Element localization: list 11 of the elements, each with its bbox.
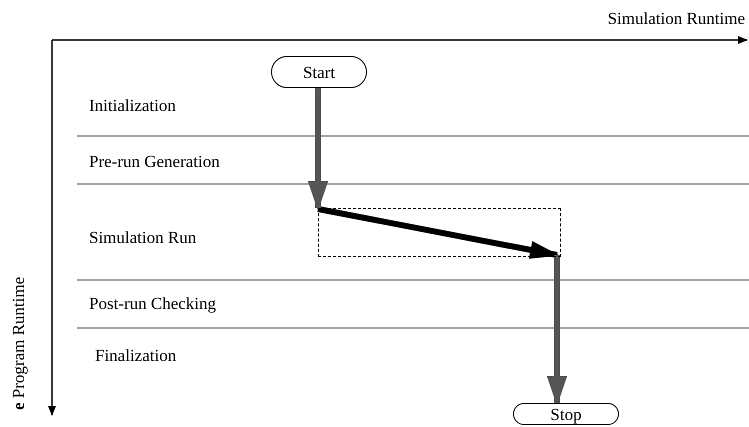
phase-label: Finalization bbox=[95, 345, 176, 367]
arrow bbox=[308, 88, 328, 211]
phase-label: Pre-run Generation bbox=[89, 151, 220, 173]
phase-label: Initialization bbox=[89, 95, 176, 117]
terminal-box: Stop bbox=[513, 403, 619, 425]
arrow bbox=[546, 255, 568, 406]
phase-label: Post-run Checking bbox=[89, 293, 216, 315]
axis-label: Simulation Runtime bbox=[608, 8, 745, 30]
terminal-box: Start bbox=[271, 56, 367, 88]
phase-label: Simulation Run bbox=[89, 227, 196, 249]
axis-label: e Program Runtime bbox=[8, 276, 30, 410]
